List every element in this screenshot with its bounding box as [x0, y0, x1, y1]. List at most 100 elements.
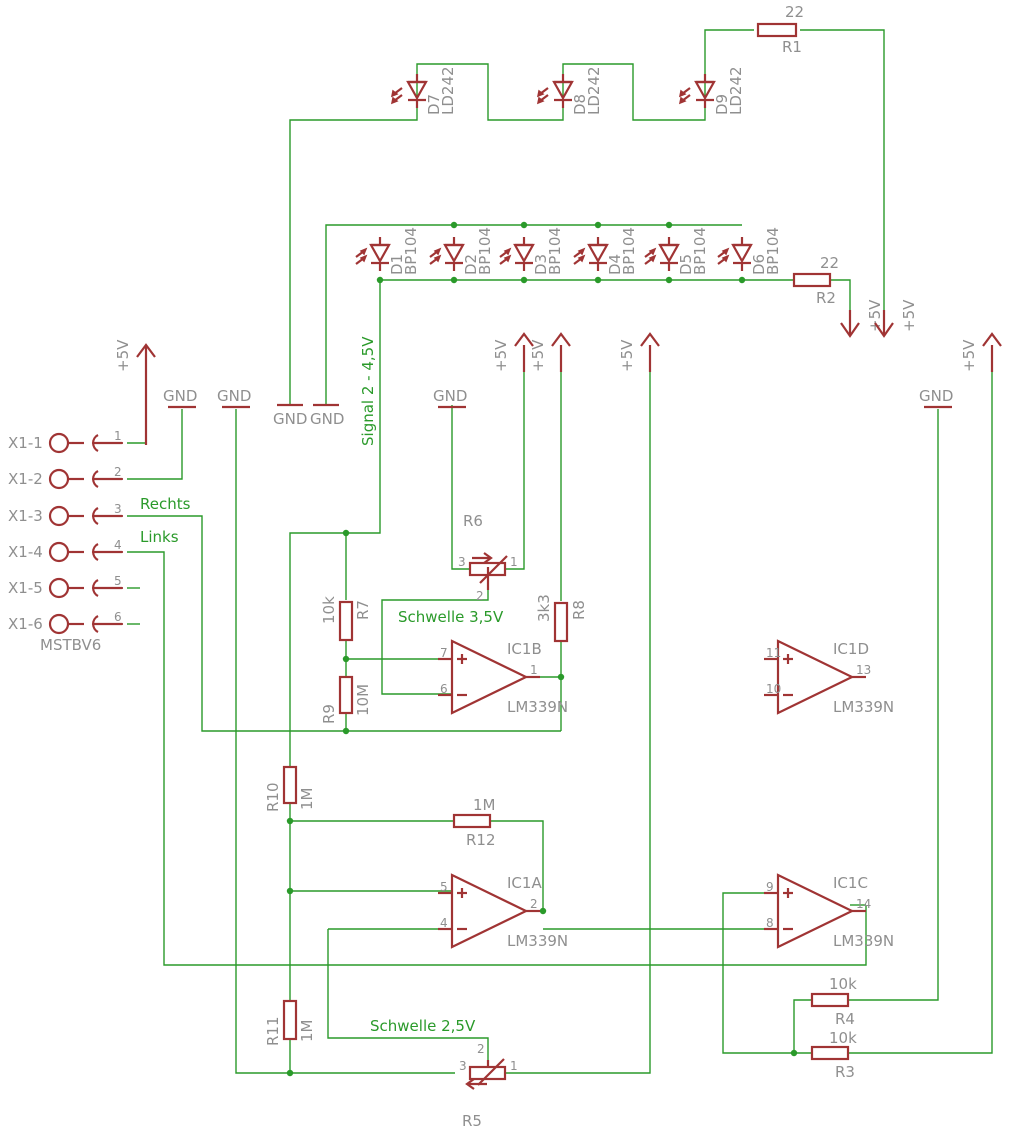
resistor-r10 [282, 765, 298, 805]
opamp-group: 761IC1BLM339N111013IC1DLM339N542IC1ALM33… [438, 639, 894, 950]
opamp-pin-out: 1 [530, 663, 538, 677]
opamp-pin-plus: 11 [766, 646, 781, 660]
vcc-label-4: +5V [618, 339, 636, 372]
photodiode-d3 [499, 237, 535, 271]
opamp-pin-out: 14 [856, 897, 871, 911]
connector-pin [48, 541, 124, 563]
net-schwelle-25: Schwelle 2,5V [370, 1017, 476, 1035]
opamp-value: LM339N [833, 698, 894, 716]
connector-name: MSTBV6 [40, 636, 101, 654]
photodiode-name: D3 [532, 254, 550, 275]
r10-name: R10 [264, 782, 282, 812]
net-schwelle-35: Schwelle 3,5V [398, 608, 504, 626]
resistor-r8 [553, 601, 569, 643]
resistor-r4 [810, 992, 850, 1008]
resistor-r2 [792, 272, 832, 288]
photodiode-value: BP104 [764, 227, 782, 275]
led-name: D9 [713, 94, 731, 115]
r9-value: 10M [354, 684, 372, 716]
connector-pin-number: 5 [114, 574, 122, 588]
vcc-symbol-5 [982, 332, 1002, 372]
connector-pin [48, 577, 124, 599]
potentiometer-r5 [465, 1058, 507, 1090]
vcc-label-6: +5V [866, 299, 884, 332]
photodiode-name: D5 [677, 254, 695, 275]
r2-name: R2 [816, 289, 836, 307]
photodiode-value: BP104 [476, 227, 494, 275]
r5-name: R5 [462, 1112, 482, 1130]
r6-pin3: 3 [458, 555, 466, 569]
resistor-r12 [452, 813, 492, 829]
r5-pin2: 2 [477, 1042, 485, 1056]
opamp-value: LM339N [833, 932, 894, 950]
vcc-symbol-1 [135, 343, 157, 447]
r10-value: 1M [298, 788, 316, 811]
r12-value: 1M [473, 796, 496, 814]
vcc-label-2: +5V [492, 339, 510, 372]
r12-name: R12 [466, 831, 496, 849]
r2-value: 22 [820, 254, 839, 272]
opamp-name: IC1A [507, 874, 542, 892]
wires [127, 29, 993, 1074]
connector-pin-label: X1-5 [8, 579, 43, 597]
r1-value: 22 [785, 3, 804, 21]
vcc-symbol-4 [640, 332, 660, 372]
opamp-ic1c [764, 873, 866, 949]
photodiode-name: D1 [388, 254, 406, 275]
connector-pin-number: 1 [114, 429, 122, 443]
connector-pin [48, 432, 124, 454]
vcc-label-3: +5V [529, 339, 547, 372]
connector-pin-label: X1-3 [8, 507, 43, 525]
opamp-ic1a [438, 873, 540, 949]
photodiode-name: D4 [606, 254, 624, 275]
resistor-r3 [810, 1045, 850, 1061]
photodiode-d5 [644, 237, 680, 271]
gnd-label-3: GND [273, 410, 307, 428]
opamp-pin-minus: 8 [766, 916, 774, 930]
opamp-value: LM339N [507, 932, 568, 950]
connector-pin-number: 6 [114, 610, 122, 624]
photodiode-name: D6 [750, 254, 768, 275]
r5-pin3: 3 [459, 1059, 467, 1073]
connector-pin-number: 4 [114, 538, 122, 552]
r6-pin1: 1 [510, 555, 518, 569]
gnd-label-2: GND [217, 387, 251, 405]
opamp-name: IC1C [833, 874, 868, 892]
opamp-name: IC1D [833, 640, 869, 658]
gnd-label-1: GND [163, 387, 197, 405]
led-value: LD242 [727, 66, 745, 115]
gnd-label-6: GND [919, 387, 953, 405]
resistor-r1 [756, 22, 798, 38]
opamp-name: IC1B [507, 640, 542, 658]
photodiode-d4 [573, 237, 609, 271]
connector-pin-label: X1-1 [8, 434, 43, 452]
photodiode-value: BP104 [402, 227, 420, 275]
gnd-label-5: GND [433, 387, 467, 405]
connector-pin [48, 468, 124, 490]
opamp-pin-minus: 6 [440, 682, 448, 696]
net-signal: Signal 2 - 4,5V [359, 336, 377, 446]
connector-pin-label: X1-2 [8, 470, 43, 488]
led-d9 [678, 74, 716, 108]
r7-name: R7 [354, 600, 372, 620]
led-value: LD242 [585, 66, 603, 115]
r4-name: R4 [835, 1010, 855, 1028]
r1-name: R1 [782, 38, 802, 56]
opamp-pin-plus: 9 [766, 880, 774, 894]
vcc-symbol-7 [874, 310, 894, 338]
r6-name: R6 [463, 512, 483, 530]
r7-value: 10k [320, 596, 338, 624]
net-rechts: Rechts [140, 495, 191, 513]
r9-name: R9 [320, 704, 338, 724]
potentiometer-r6 [468, 552, 508, 590]
vcc-symbol-6 [840, 310, 860, 338]
junctions [286, 221, 798, 1077]
photodiode-name: D2 [462, 254, 480, 275]
r8-value: 3k3 [535, 594, 553, 622]
opamp-pin-plus: 7 [440, 646, 448, 660]
vcc-symbol-2 [514, 332, 534, 372]
connector-pin-label: X1-4 [8, 543, 43, 561]
